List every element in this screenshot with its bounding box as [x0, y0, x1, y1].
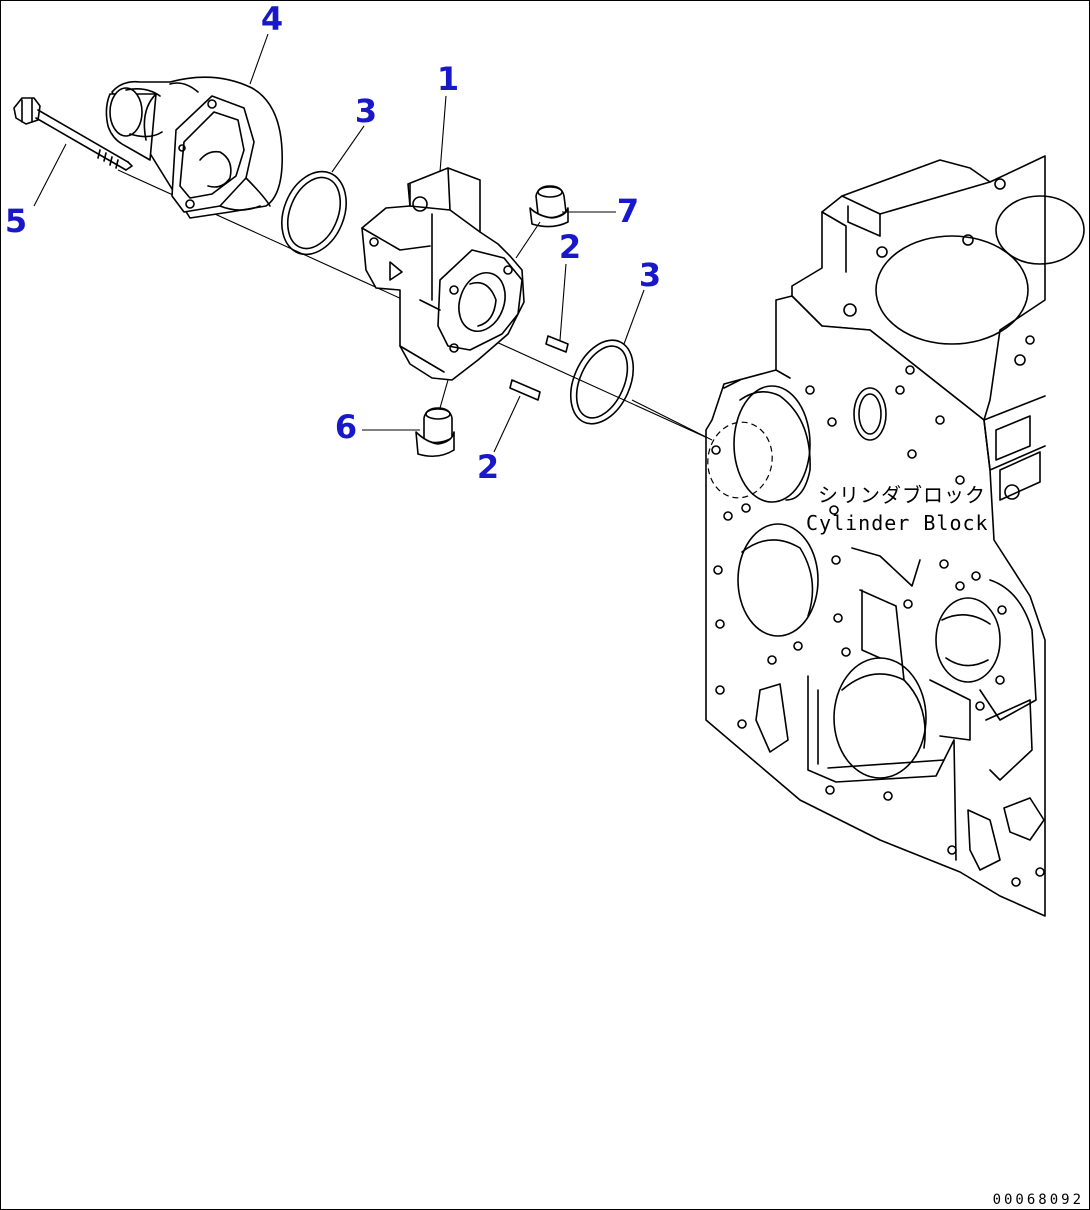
oring-part-3a: [281, 170, 347, 256]
oring-part-3b: [569, 339, 635, 425]
callout-7: 7: [617, 192, 639, 230]
callout-6: 6: [335, 408, 357, 446]
callout-3a: 3: [355, 92, 377, 130]
cylinder-block-label-en: Cylinder Block: [806, 511, 989, 535]
block-bolt-holes: [711, 365, 1045, 887]
cylinder-block: [705, 155, 1085, 917]
housing-part-1: [361, 167, 525, 381]
plug-part-6: [415, 407, 455, 458]
callout-2b: 2: [477, 448, 499, 486]
dowel-pin-part-2a: [545, 335, 569, 353]
plug-part-7: [529, 185, 569, 228]
drawing-code: 00068092: [993, 1192, 1084, 1208]
callout-5: 5: [5, 202, 27, 240]
bolt-part-5: [13, 97, 133, 171]
dowel-pin-part-2b: [509, 379, 541, 401]
elbow-part-4: [105, 76, 283, 219]
cylinder-block-label-jp: シリンダブロック: [818, 483, 986, 507]
callout-4: 4: [261, 0, 283, 38]
callout-3b: 3: [639, 256, 661, 294]
callout-1: 1: [437, 60, 459, 98]
callout-leaders: [33, 33, 713, 453]
callout-2a: 2: [559, 228, 581, 266]
